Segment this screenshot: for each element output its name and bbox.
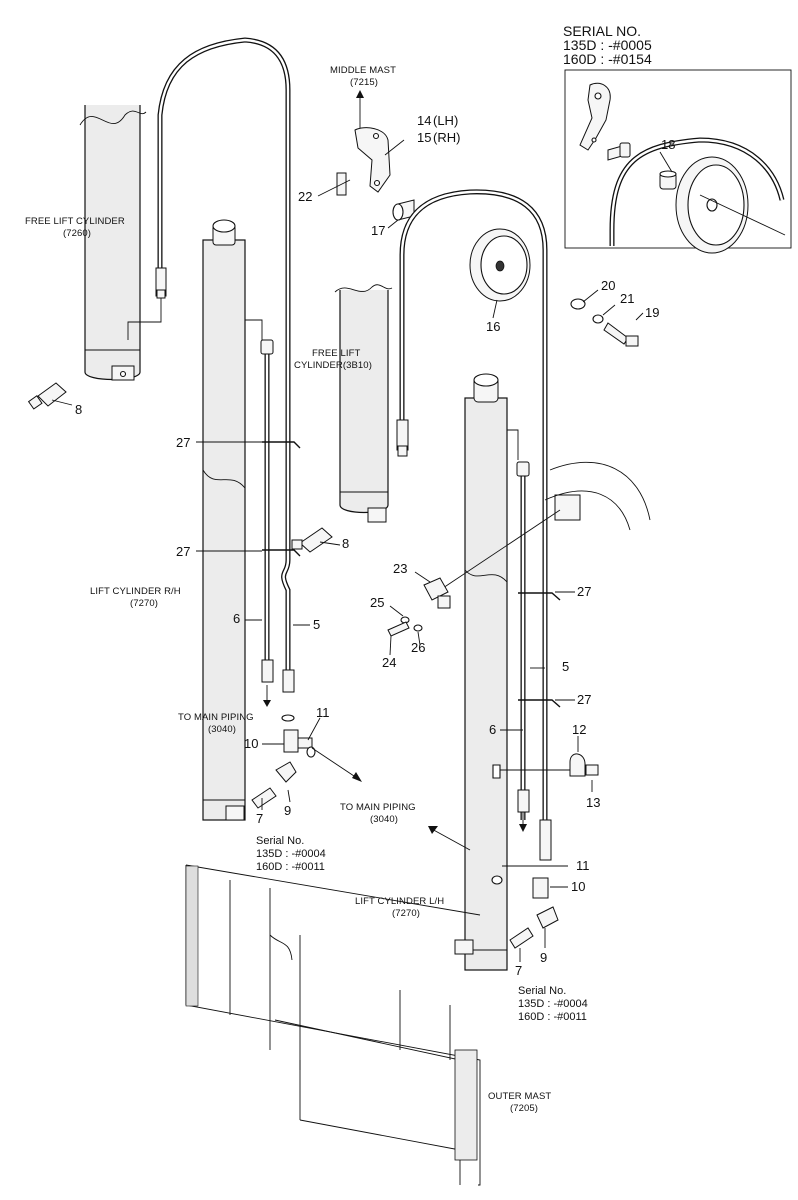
free-lift-center-caption: FREE LIFT <box>312 348 361 359</box>
clip-parts <box>492 753 599 779</box>
sheave-assembly <box>336 90 639 347</box>
free-lift-left-code: (7260) <box>63 228 92 239</box>
callout-7-rh: 7 <box>256 811 264 826</box>
main-piping-left-code: (3040) <box>208 724 237 735</box>
serial-note-left-160: 160D : -#0011 <box>256 861 325 873</box>
callout-27-lh-upper: 27 <box>577 584 592 599</box>
hose-loop-left <box>127 37 291 380</box>
callout-8-center: 8 <box>342 536 350 551</box>
fittings-lh <box>428 826 559 949</box>
inset-serial-160: 160D : -#0154 <box>563 51 652 67</box>
callout-7-lh: 7 <box>515 963 523 978</box>
callout-5-lh: 5 <box>562 659 570 674</box>
callout-9-lh: 9 <box>540 950 548 965</box>
outer-mast-code: (7205) <box>510 1103 539 1114</box>
main-piping-center-code: (3040) <box>370 814 399 825</box>
callout-5-rh: 5 <box>313 617 321 632</box>
lift-cylinder-lh <box>454 373 519 971</box>
callout-27-rh-lower: 27 <box>176 544 191 559</box>
hose-loop-right <box>396 189 548 820</box>
lift-rh-caption: LIFT CYLINDER R/H <box>90 586 181 597</box>
lift-cylinder-rh <box>202 219 263 821</box>
middle-mast-code: (7215) <box>350 77 379 88</box>
callout-16: 16 <box>486 319 501 334</box>
outer-mast-caption: OUTER MAST <box>488 1091 552 1102</box>
callout-11-lh: 11 <box>576 858 590 873</box>
free-lift-cylinder-left <box>27 105 147 410</box>
callout-14: 14 <box>417 113 432 128</box>
main-piping-left-caption: TO MAIN PIPING <box>178 712 254 723</box>
middle-mast-caption: MIDDLE MAST <box>330 65 397 76</box>
callout-21: 21 <box>620 291 635 306</box>
callout-23: 23 <box>393 561 408 576</box>
pipes-rh <box>260 339 333 707</box>
callout-27-lh-lower: 27 <box>577 692 592 707</box>
callout-26: 26 <box>411 640 426 655</box>
leader-lines <box>51 139 644 962</box>
callout-6-lh: 6 <box>489 722 497 737</box>
callout-lh: (LH) <box>433 113 459 128</box>
serial-note-left-135: 135D : -#0004 <box>256 848 326 860</box>
lift-lh-code: (7270) <box>392 908 421 919</box>
fittings-rh <box>251 714 362 809</box>
main-piping-center-caption: TO MAIN PIPING <box>340 802 416 813</box>
mast-frame-right <box>544 461 651 531</box>
inset-detail <box>564 69 792 254</box>
outer-mast <box>185 864 481 1186</box>
pipes-lh <box>439 461 581 861</box>
callout-10-lh: 10 <box>571 879 586 894</box>
free-lift-left-caption: FREE LIFT CYLINDER <box>25 216 125 227</box>
callout-8-left: 8 <box>75 402 83 417</box>
callout-rh: (RH) <box>433 130 461 145</box>
serial-note-right-header: Serial No. <box>518 985 567 997</box>
clamp-parts <box>387 577 451 637</box>
callout-13: 13 <box>586 795 601 810</box>
lift-lh-caption: LIFT CYLINDER L/H <box>355 896 445 907</box>
callout-25: 25 <box>370 595 385 610</box>
serial-note-right-135: 135D : -#0004 <box>518 998 588 1010</box>
callout-9-rh: 9 <box>284 803 292 818</box>
callout-11-rh: 11 <box>316 705 330 720</box>
serial-note-right-160: 160D : -#0011 <box>518 1011 587 1023</box>
inset-serial-header: SERIAL NO. <box>563 23 642 39</box>
callout-27-rh-upper: 27 <box>176 435 191 450</box>
callout-17: 17 <box>371 223 386 238</box>
serial-note-left-header: Serial No. <box>256 835 305 847</box>
free-lift-cylinder-center <box>334 284 393 523</box>
callout-22: 22 <box>298 189 313 204</box>
lift-rh-code: (7270) <box>130 598 159 609</box>
callout-18: 18 <box>661 137 676 152</box>
callout-6-rh: 6 <box>233 611 241 626</box>
callout-24: 24 <box>382 655 397 670</box>
inset-serial-135: 135D : -#0005 <box>563 37 652 53</box>
callout-20: 20 <box>601 278 616 293</box>
free-lift-center-code: CYLINDER(3B10) <box>294 360 372 371</box>
callout-15: 15 <box>417 130 432 145</box>
callout-12: 12 <box>572 722 587 737</box>
callout-10-rh: 10 <box>244 736 259 751</box>
callout-19: 19 <box>645 305 660 320</box>
